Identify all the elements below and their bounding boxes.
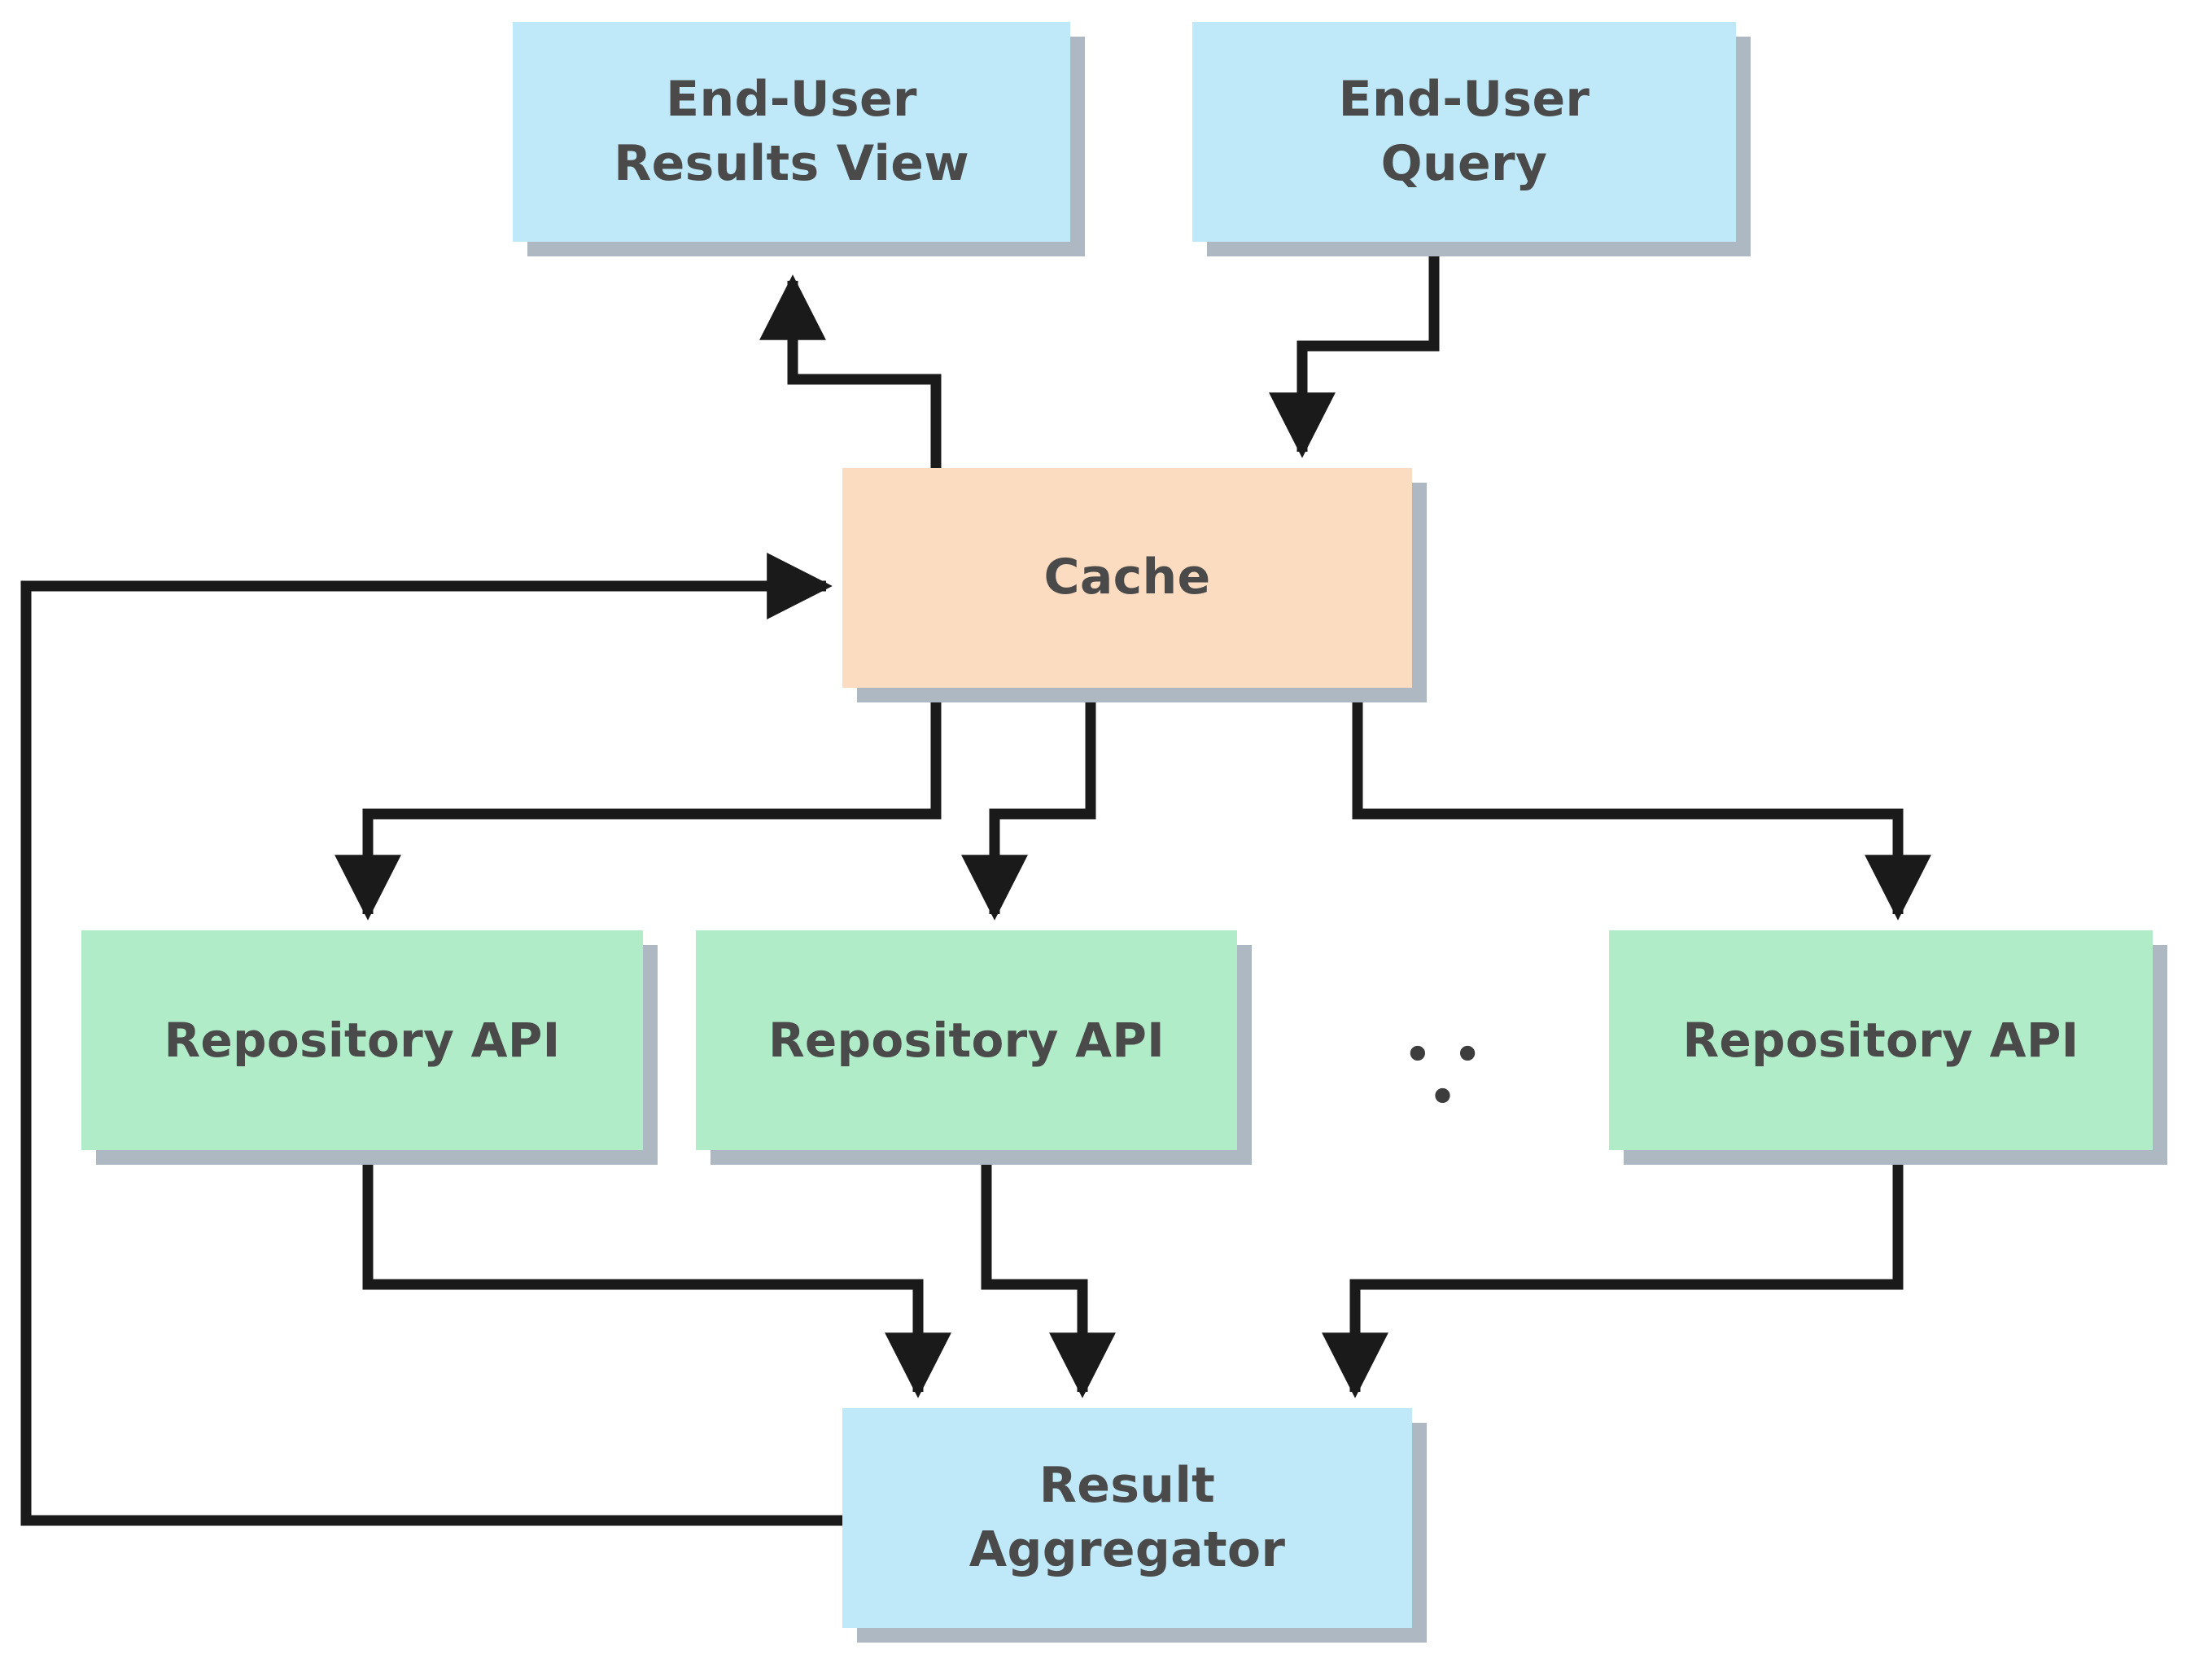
node-label: End-User Results View bbox=[614, 70, 969, 192]
edge-cache-to-repository-api-3 bbox=[1352, 688, 1931, 921]
edge-repository-api-3-to-aggregator bbox=[1322, 1150, 1904, 1398]
node-face bbox=[513, 22, 1070, 242]
edge-cache-to-results-view bbox=[759, 274, 942, 468]
edge-repository-api-2-to-aggregator bbox=[981, 1150, 1116, 1398]
edge-repository-api-1-to-aggregator bbox=[362, 1150, 951, 1398]
node-face bbox=[842, 468, 1412, 688]
ellipsis-more-repositories: • • • bbox=[1404, 1030, 1485, 1122]
node-label: Cache bbox=[1043, 549, 1211, 606]
node-end-user-query[interactable]: End-User Query bbox=[1192, 22, 1751, 256]
node-repository-api-2[interactable]: Repository API bbox=[696, 930, 1252, 1165]
node-label: Repository API bbox=[164, 1012, 561, 1068]
node-face bbox=[1192, 22, 1736, 242]
node-face bbox=[1609, 930, 2153, 1150]
edge-cache-to-repository-api-2 bbox=[961, 688, 1096, 921]
node-repository-api-1[interactable]: Repository API bbox=[81, 930, 658, 1165]
node-label: End-User Query bbox=[1338, 70, 1590, 192]
edge-cache-to-repository-api-1 bbox=[334, 688, 942, 921]
edge-query-to-cache bbox=[1269, 242, 1440, 458]
node-cache[interactable]: Cache bbox=[842, 468, 1427, 702]
node-label: Repository API bbox=[1682, 1012, 2079, 1068]
node-repository-api-3[interactable]: Repository API bbox=[1609, 930, 2167, 1165]
node-face bbox=[842, 1408, 1412, 1628]
node-result-aggregator[interactable]: Result Aggregator bbox=[842, 1408, 1427, 1643]
node-end-user-results-view[interactable]: End-User Results View bbox=[513, 22, 1085, 256]
node-label: Result Aggregator bbox=[969, 1456, 1286, 1578]
node-label: Repository API bbox=[767, 1012, 1165, 1068]
